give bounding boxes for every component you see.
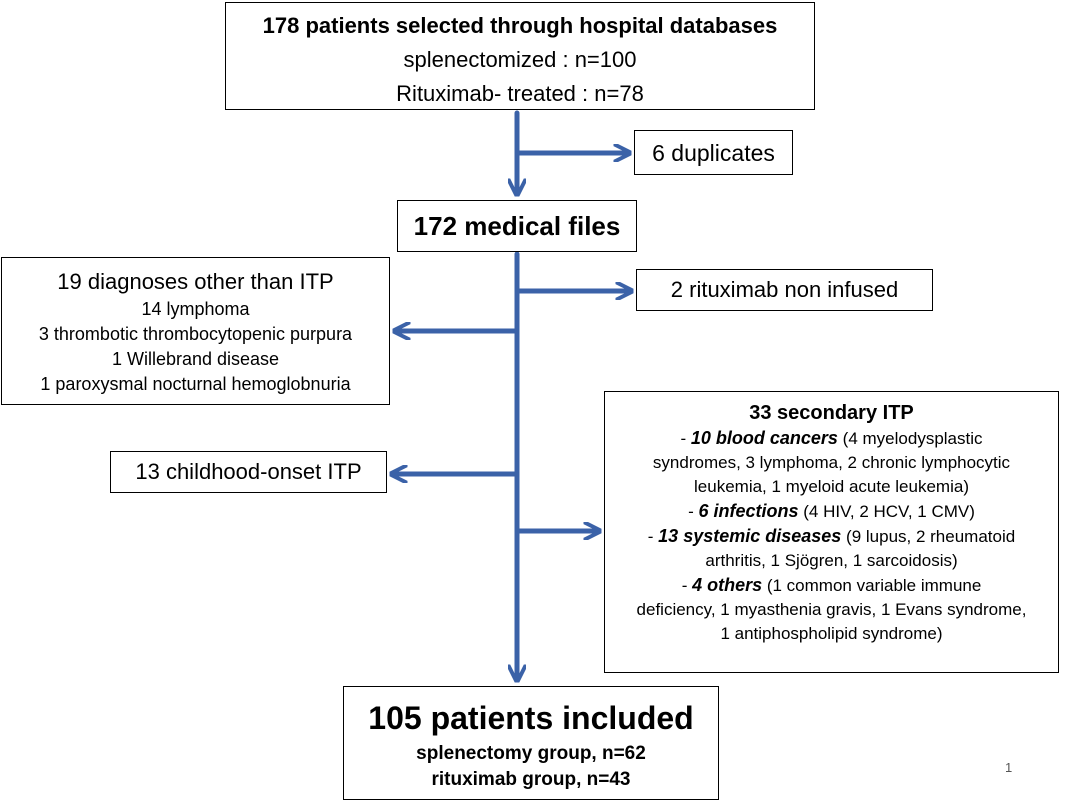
secondary-item-blood-cancers: - 10 blood cancers (4 myelodysplastic xyxy=(605,426,1058,451)
patients-included-title: 105 patients included xyxy=(368,700,694,736)
item-detail-line: arthritis, 1 Sjögren, 1 sarcoidosis) xyxy=(705,551,958,570)
splenectomy-group-count: splenectomy group, n=62 xyxy=(416,743,646,764)
secondary-item-others: - 4 others (1 common variable immune xyxy=(605,573,1058,598)
item-category: 13 systemic diseases xyxy=(658,526,842,546)
page-number: 1 xyxy=(1005,760,1013,775)
item-detail-line: 1 antiphospholipid syndrome) xyxy=(720,624,943,643)
rituximab-group-count: rituximab group, n=43 xyxy=(431,769,631,790)
other-diagnoses-box: 19 diagnoses other than ITP 14 lymphoma … xyxy=(1,257,390,405)
medical-files-label: 172 medical files xyxy=(413,211,621,241)
item-dash: - xyxy=(681,576,693,595)
item-detail-line: deficiency, 1 myasthenia gravis, 1 Evans… xyxy=(636,600,1027,619)
childhood-onset-box: 13 childhood-onset ITP xyxy=(110,451,387,493)
item-category: 6 infections xyxy=(698,501,799,521)
other-diagnoses-title: 19 diagnoses other than ITP xyxy=(57,269,334,294)
splenectomized-count: splenectomized : n=100 xyxy=(403,47,637,72)
secondary-itp-title: 33 secondary ITP xyxy=(749,402,914,424)
item-dash: - xyxy=(647,527,659,546)
item-detail: (4 myelodysplastic xyxy=(842,429,983,448)
other-diagnosis-item: 3 thrombotic thrombocytopenic purpura xyxy=(38,324,353,344)
rituximab-non-infused-label: 2 rituximab non infused xyxy=(670,277,899,302)
duplicates-box: 6 duplicates xyxy=(634,130,793,175)
other-diagnosis-item: 14 lymphoma xyxy=(141,299,250,319)
other-diagnosis-item: 1 paroxysmal nocturnal hemoglobnuria xyxy=(40,374,351,394)
item-detail: (1 common variable immune xyxy=(766,576,982,595)
secondary-itp-box: 33 secondary ITP - 10 blood cancers (4 m… xyxy=(604,391,1059,673)
item-detail: (9 lupus, 2 rheumatoid xyxy=(846,527,1016,546)
selected-patients-title: 178 patients selected through hospital d… xyxy=(262,13,778,38)
item-detail: (4 HIV, 2 HCV, 1 CMV) xyxy=(803,502,975,521)
other-diagnosis-item: 1 Willebrand disease xyxy=(111,349,280,369)
duplicates-label: 6 duplicates xyxy=(652,140,775,166)
selected-patients-box: 178 patients selected through hospital d… xyxy=(225,2,815,110)
childhood-onset-label: 13 childhood-onset ITP xyxy=(135,459,362,484)
rituximab-non-infused-box: 2 rituximab non infused xyxy=(636,269,933,311)
item-detail-line: leukemia, 1 myeloid acute leukemia) xyxy=(694,477,969,496)
patients-included-box: 105 patients included splenectomy group,… xyxy=(343,686,719,800)
item-category: 10 blood cancers xyxy=(690,428,838,448)
item-category: 4 others xyxy=(692,575,763,595)
item-detail-line: syndromes, 3 lymphoma, 2 chronic lymphoc… xyxy=(652,453,1011,472)
medical-files-box: 172 medical files xyxy=(397,200,637,252)
item-dash: - xyxy=(680,429,691,448)
secondary-item-systemic-diseases: - 13 systemic diseases (9 lupus, 2 rheum… xyxy=(605,524,1058,549)
rituximab-treated-count: Rituximab- treated : n=78 xyxy=(396,81,644,106)
secondary-item-infections: - 6 infections (4 HIV, 2 HCV, 1 CMV) xyxy=(605,499,1058,524)
item-dash: - xyxy=(688,502,699,521)
